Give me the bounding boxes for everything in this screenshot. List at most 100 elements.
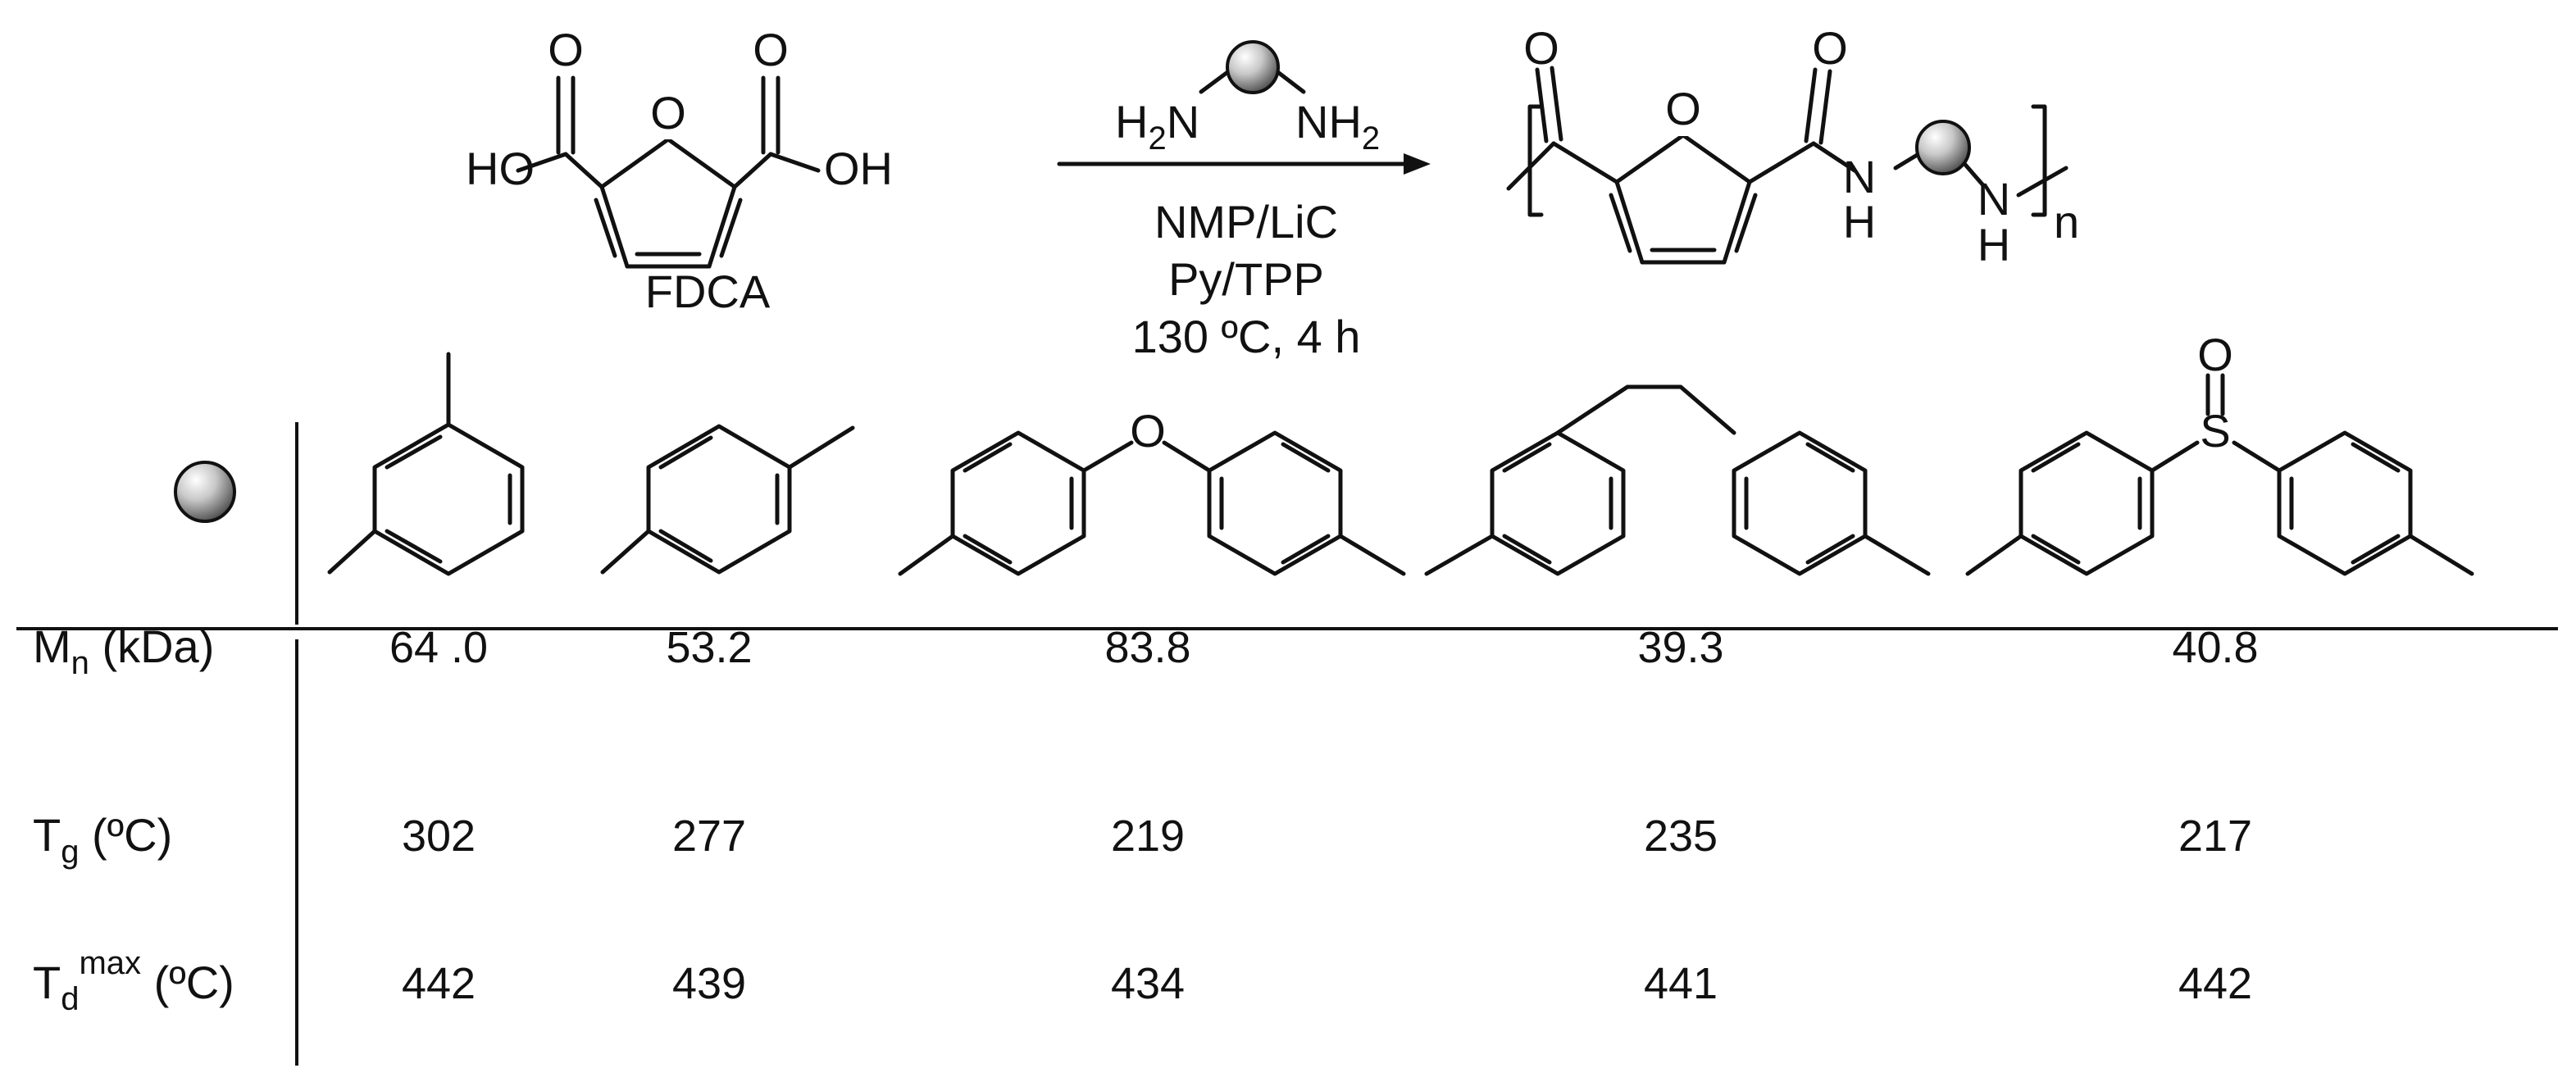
cell-tg-methylenediphenylene: 235 bbox=[1644, 811, 1718, 861]
amine-label-left: H2N bbox=[1115, 96, 1199, 157]
bracket-right bbox=[2031, 104, 2047, 217]
aromatic-inner-bond bbox=[1281, 534, 1331, 565]
attachment-bond bbox=[327, 529, 377, 575]
bond bbox=[1614, 133, 1686, 184]
table-row-td: Tdmax (ºC) 442 439 434 441 442 bbox=[33, 945, 2252, 1017]
benzene-ring bbox=[2277, 430, 2413, 576]
cell-td-p-phenylene: 439 bbox=[672, 959, 746, 1008]
carbonyl-bond bbox=[1535, 67, 1549, 143]
amide-h-atom: H bbox=[1978, 219, 2010, 270]
bond bbox=[1722, 180, 1752, 265]
diamine-reagent: H2N NH2 bbox=[1115, 40, 1380, 157]
aromatic-inner-bond bbox=[963, 442, 1013, 473]
cell-td-m-phenylene: 442 bbox=[402, 959, 476, 1008]
benzene-ring bbox=[1207, 430, 1343, 576]
aromatic-inner-bond bbox=[385, 529, 443, 564]
condition-temperature: 130 ºC, 4 h bbox=[1132, 311, 1361, 362]
bond bbox=[768, 152, 821, 173]
bond bbox=[1747, 141, 1816, 184]
bond bbox=[666, 137, 737, 189]
diamine-structure-oxydiphenylene: O bbox=[898, 405, 1406, 576]
bond bbox=[599, 137, 671, 189]
bond bbox=[1199, 68, 1232, 94]
double-bond-inner bbox=[1734, 193, 1758, 253]
condition-solvent: NMP/LiC bbox=[1154, 196, 1338, 248]
table-row-mn: Mn (kDa) 64 .0 53.2 83.8 39.3 40.8 bbox=[33, 621, 2259, 681]
polyamide-product-structure: O O O N H N H n bbox=[1506, 22, 2079, 270]
bond bbox=[1551, 141, 1619, 184]
aromatic-inner-bond bbox=[2031, 534, 2081, 565]
bond bbox=[1811, 141, 1857, 173]
sulfinyl-bond bbox=[2150, 440, 2200, 473]
aromatic-inner-bond bbox=[385, 434, 443, 470]
cell-tg-p-phenylene: 277 bbox=[672, 811, 746, 861]
cell-mn-p-phenylene: 53.2 bbox=[666, 623, 752, 672]
benzene-ring bbox=[646, 424, 792, 575]
row-label-mn: Mn (kDa) bbox=[33, 621, 214, 681]
table-row-tg: Tg (ºC) 302 277 219 235 217 bbox=[33, 809, 2252, 870]
benzene-ring bbox=[2018, 430, 2155, 576]
sulfinyl-oxygen-atom: O bbox=[2197, 329, 2233, 380]
bond-crossing-bracket bbox=[1506, 141, 1556, 191]
carbonyl-oxygen-atom: O bbox=[1812, 22, 1848, 74]
attachment-bond bbox=[1424, 534, 1495, 576]
diamine-ball-icon bbox=[174, 461, 236, 523]
repeat-index: n bbox=[2054, 196, 2079, 248]
diamine-structure-sulfinyldiphenylene: S O bbox=[1965, 329, 2474, 576]
aromatic-inner-bond bbox=[1502, 534, 1552, 565]
cell-mn-methylenediphenylene: 39.3 bbox=[1637, 623, 1723, 672]
hydroxyl-label: HO bbox=[466, 143, 535, 194]
amide-h-atom: H bbox=[1843, 196, 1876, 248]
carbonyl-oxygen-atom: O bbox=[753, 24, 789, 75]
cell-mn-m-phenylene: 64 .0 bbox=[389, 623, 488, 672]
amide-n-atom: N bbox=[1978, 173, 2010, 225]
cell-mn-sulfinyldiphenylene: 40.8 bbox=[2172, 623, 2258, 672]
sulfur-atom: S bbox=[2200, 405, 2230, 457]
attachment-bond bbox=[1965, 534, 2023, 576]
attachment-bond bbox=[787, 425, 855, 470]
double-bond-inner bbox=[719, 198, 743, 258]
bond bbox=[1614, 180, 1645, 265]
amide-n-atom: N bbox=[1843, 151, 1876, 202]
bond bbox=[1681, 133, 1752, 184]
condition-activator: Py/TPP bbox=[1168, 253, 1324, 305]
amine-label-right: NH2 bbox=[1295, 96, 1380, 157]
aromatic-inner-bond bbox=[963, 534, 1013, 565]
bond bbox=[599, 184, 630, 269]
bond bbox=[563, 152, 604, 189]
attachment-bond bbox=[2408, 534, 2474, 576]
aromatic-inner-bond bbox=[2031, 442, 2081, 473]
cell-td-methylenediphenylene: 441 bbox=[1644, 959, 1718, 1008]
attachment-bond bbox=[600, 529, 651, 575]
ring-oxygen-atom: O bbox=[650, 87, 686, 139]
ether-bond bbox=[1162, 440, 1212, 473]
reactant-name: FDCA bbox=[645, 266, 771, 317]
cell-td-oxydiphenylene: 434 bbox=[1111, 959, 1185, 1008]
diamine-structure-p-phenylene bbox=[600, 424, 855, 575]
aromatic-inner-bond bbox=[1281, 442, 1331, 473]
cell-mn-oxydiphenylene: 83.8 bbox=[1104, 623, 1190, 672]
carbonyl-bond bbox=[1818, 69, 1832, 145]
carbonyl-oxygen-atom: O bbox=[1523, 22, 1559, 74]
cell-tg-oxydiphenylene: 219 bbox=[1111, 811, 1185, 861]
ether-bond bbox=[1081, 440, 1134, 473]
carbonyl-oxygen-atom: O bbox=[548, 24, 584, 75]
carbonyl-bond bbox=[1550, 66, 1563, 142]
row-label-tg: Tg (ºC) bbox=[33, 809, 172, 870]
benzene-ring bbox=[372, 422, 525, 576]
ring-oxygen-atom: O bbox=[1665, 83, 1701, 134]
bond bbox=[707, 184, 737, 269]
diamine-ball-icon bbox=[1915, 120, 1971, 175]
aromatic-inner-bond bbox=[2351, 442, 2401, 473]
benzene-ring bbox=[1490, 430, 1626, 576]
ether-oxygen-atom: O bbox=[1130, 405, 1166, 457]
aromatic-inner-bond bbox=[658, 529, 713, 563]
sulfinyl-bond bbox=[2232, 440, 2282, 473]
bracket-left bbox=[1527, 104, 1544, 217]
bond bbox=[516, 152, 568, 173]
bond bbox=[732, 152, 773, 189]
cell-tg-sulfinyldiphenylene: 217 bbox=[2178, 811, 2252, 861]
diamine-ball-icon bbox=[1226, 40, 1280, 94]
double-bond-inner bbox=[594, 198, 617, 258]
